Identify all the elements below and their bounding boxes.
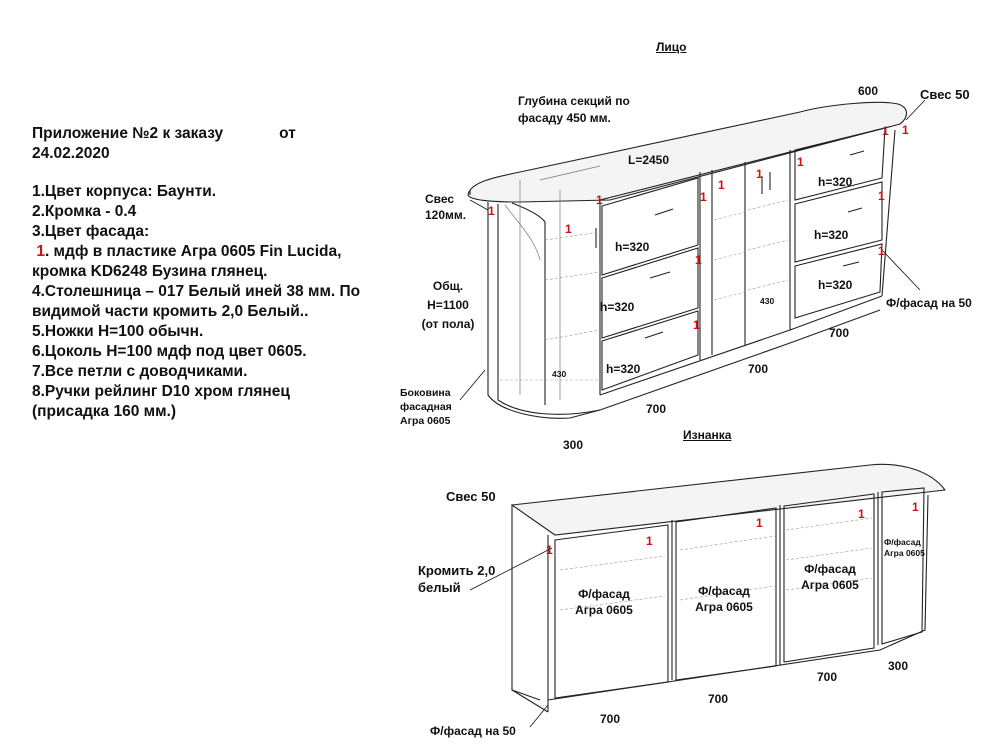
front-overhang-left: Свес 120мм. xyxy=(425,192,467,222)
back-mark-1b: 1 xyxy=(646,534,653,548)
front-side-panel: Боковина фасадная Агра 0605 xyxy=(400,387,452,427)
front-view-drawing xyxy=(459,99,926,419)
back-overhang: Свес 50 xyxy=(446,489,496,504)
front-mark-1k: 1 xyxy=(902,123,909,137)
front-mark-1i: 1 xyxy=(797,155,804,169)
spec-item-7: 7.Все петли с доводчиками. xyxy=(32,363,248,380)
back-dim-700-left: 700 xyxy=(600,712,621,726)
back-facade-3: Ф/фасад Агра 0605 xyxy=(801,562,859,592)
front-depth-note: Глубина секций по фасаду 450 мм. xyxy=(518,94,630,125)
back-facade-1: Ф/фасад Агра 0605 xyxy=(575,587,633,617)
front-dim-700-left: 700 xyxy=(646,402,667,416)
spec-item-6: 6.Цоколь Н=100 мдф под цвет 0605. xyxy=(32,343,307,360)
back-mark-1e: 1 xyxy=(912,500,919,514)
front-dim-700-right: 700 xyxy=(829,326,850,340)
front-drawer-h1: h=320 xyxy=(615,240,650,254)
back-view-drawing xyxy=(469,463,947,728)
back-view-title: Изнанка xyxy=(683,428,732,442)
front-mark-1j: 1 xyxy=(882,124,889,138)
front-dim-300: 300 xyxy=(563,438,584,452)
front-overhang-right: Свес 50 xyxy=(920,87,970,102)
spec-item-2: 2.Кромка - 0.4 xyxy=(32,203,137,220)
spec-item-3: 3.Цвет фасада: xyxy=(32,223,150,240)
front-mark-1e: 1 xyxy=(695,253,702,267)
back-mark-1c: 1 xyxy=(756,516,763,530)
spec-item-8: 8.Ручки рейлинг D10 хром глянец (присадк… xyxy=(32,383,290,420)
spec-title: Приложение №2 к заказу от xyxy=(32,125,296,142)
spec-item-4: 4.Столешница – 017 Белый иней 38 мм. По … xyxy=(32,283,361,320)
back-facade-small: Ф/фасад Агра 0605 xyxy=(884,537,925,558)
front-mark-1g: 1 xyxy=(718,178,725,192)
back-facade-50: Ф/фасад на 50 xyxy=(430,724,516,738)
front-mark-1f: 1 xyxy=(693,318,700,332)
front-mark-1l: 1 xyxy=(878,189,885,203)
front-dim-600: 600 xyxy=(858,84,879,98)
back-facade-2: Ф/фасад Агра 0605 xyxy=(695,584,753,614)
back-dim-700-mid: 700 xyxy=(708,692,729,706)
front-facade-50: Ф/фасад на 50 xyxy=(886,296,972,310)
front-mark-1d: 1 xyxy=(700,190,707,204)
front-view-title: Лицо xyxy=(656,40,687,54)
front-drawer-h3: h=320 xyxy=(606,362,641,376)
spec-item-5: 5.Ножки Н=100 обычн. xyxy=(32,323,204,340)
front-total-height: Общ. Н=1100 (от пола) xyxy=(421,279,475,331)
spec-date: 24.02.2020 xyxy=(32,145,110,162)
front-dim-700-mid: 700 xyxy=(748,362,769,376)
back-mark-1a: 1 xyxy=(546,543,553,557)
spec-item-1: 1.Цвет корпуса: Баунти. xyxy=(32,183,217,200)
back-edge-note: Кромить 2,0 белый xyxy=(418,563,496,595)
front-drawer-h2: h=320 xyxy=(600,300,635,314)
front-mark-1a: 1 xyxy=(488,204,495,218)
front-dim-430-right: 430 xyxy=(760,296,775,306)
front-mark-1b: 1 xyxy=(565,222,572,236)
back-mark-1d: 1 xyxy=(858,507,865,521)
front-drawer-h6: h=320 xyxy=(818,278,853,292)
front-drawer-h5: h=320 xyxy=(814,228,849,242)
front-dim-430-left: 430 xyxy=(552,369,567,379)
order-spec: Приложение №2 к заказу от 24.02.2020 1.Ц… xyxy=(32,124,362,422)
back-dim-700-right: 700 xyxy=(817,670,838,684)
front-mark-1c: 1 xyxy=(596,193,603,207)
front-mark-1m: 1 xyxy=(878,244,885,258)
front-mark-1h: 1 xyxy=(756,167,763,181)
front-drawer-h4: h=320 xyxy=(818,175,853,189)
spec-item-3a: 1. мдф в пластике Агра 0605 Fin Lucida, … xyxy=(32,243,342,280)
front-length: L=2450 xyxy=(628,153,670,167)
back-dim-300: 300 xyxy=(888,659,909,673)
